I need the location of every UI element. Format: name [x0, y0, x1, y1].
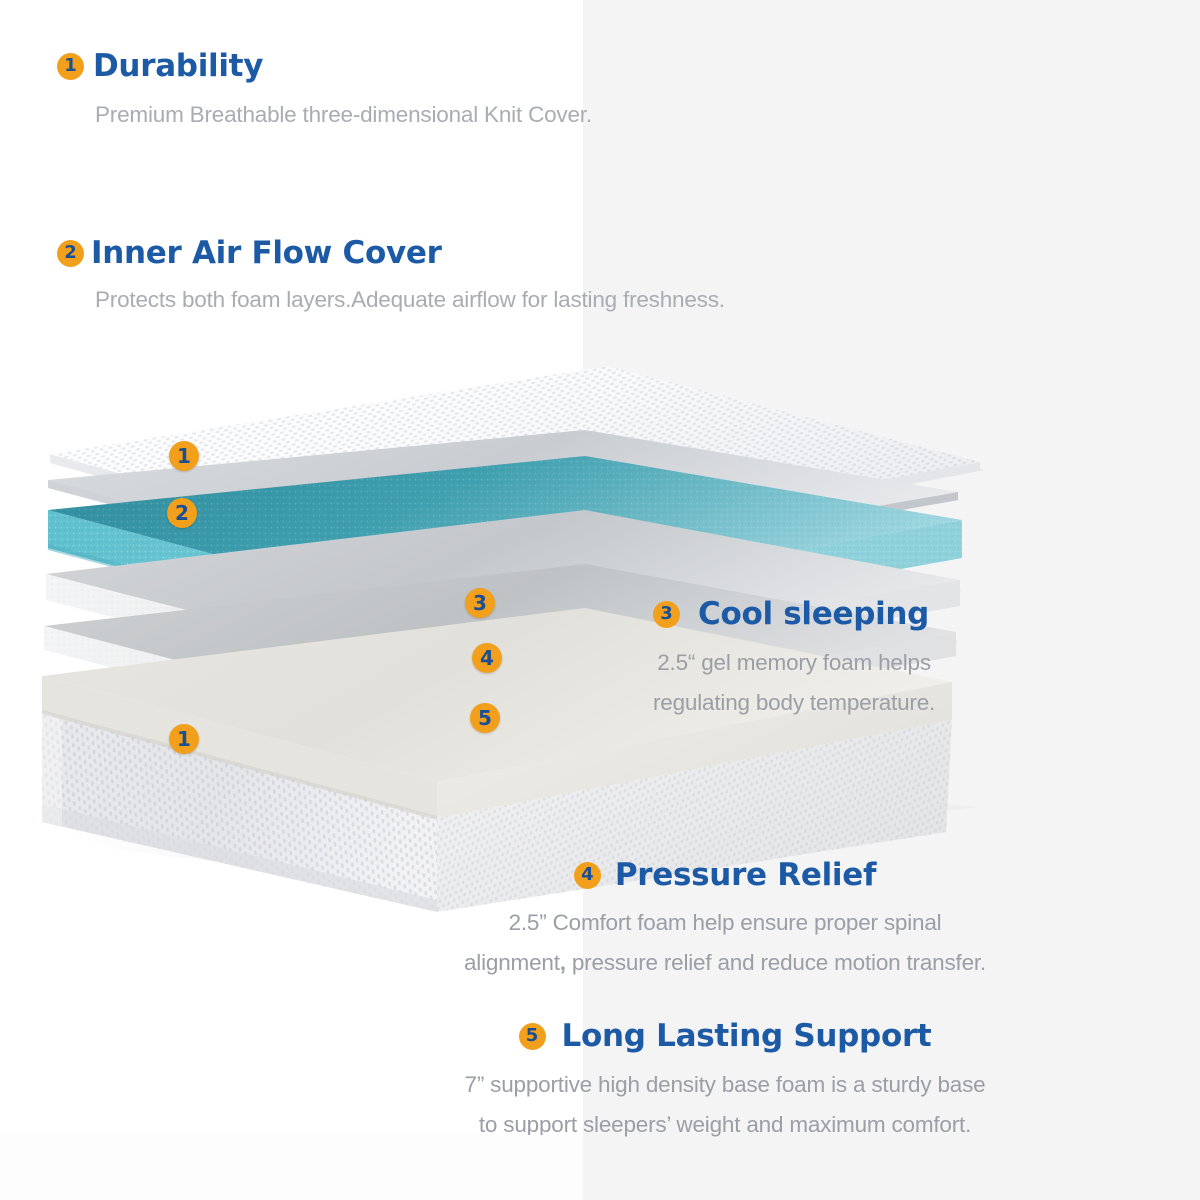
feature-3-heading: 3 Cool sleeping	[653, 596, 935, 632]
feature-inner-air-flow-cover: 2 Inner Air Flow Cover Protects both foa…	[57, 235, 725, 313]
callout-badge-4: 4	[472, 643, 502, 673]
feature-1-heading: 1 Durability	[57, 48, 592, 84]
lower-left-white-wash	[0, 980, 583, 1140]
feature-1-title: Durability	[93, 48, 264, 84]
number-badge-2: 2	[57, 239, 84, 267]
feature-4-line-2-part-b: pressure relief and reduce motion transf…	[565, 950, 986, 975]
feature-3-line-2: regulating body temperature.	[653, 690, 936, 715]
feature-1-body: Premium Breathable three-dimensional Kni…	[95, 102, 592, 128]
feature-4-heading: 4 Pressure Relief	[330, 857, 1120, 893]
feature-pressure-relief: 4 Pressure Relief 2.5” Comfort foam help…	[330, 857, 1120, 976]
callout-badge-1: 1	[169, 441, 199, 471]
number-badge-4: 4	[573, 861, 601, 889]
callout-badge-5: 5	[470, 703, 500, 733]
number-badge-5: 5	[518, 1022, 546, 1050]
feature-5-body: 7” supportive high density base foam is …	[330, 1072, 1120, 1138]
feature-4-title: Pressure Relief	[614, 857, 877, 893]
feature-4-line-2: alignment, pressure relief and reduce mo…	[330, 950, 1120, 976]
feature-3-body: 2.5“ gel memory foam helps regulating bo…	[653, 650, 935, 716]
feature-durability: 1 Durability Premium Breathable three-di…	[57, 48, 592, 128]
feature-5-heading: 5 Long Lasting Support	[330, 1018, 1120, 1054]
feature-5-title: Long Lasting Support	[561, 1018, 932, 1054]
feature-4-line-2-comma: ,	[559, 950, 566, 975]
number-badge-3: 3	[653, 600, 680, 628]
feature-3-title: Cool sleeping	[698, 596, 930, 632]
feature-2-heading: 2 Inner Air Flow Cover	[57, 235, 725, 271]
feature-4-line-2-part-a: alignment	[463, 950, 560, 975]
number-badge-1: 1	[57, 52, 84, 80]
callout-badge-3: 3	[465, 588, 495, 618]
feature-2-body: Protects both foam layers.Adequate airfl…	[95, 287, 725, 313]
feature-4-body: 2.5” Comfort foam help ensure proper spi…	[330, 910, 1120, 976]
feature-5-line-2: to support sleepers’ weight and maximum …	[478, 1112, 972, 1137]
feature-1-line-1: Premium Breathable three-dimensional Kni…	[95, 102, 592, 127]
feature-4-line-1: 2.5” Comfort foam help ensure proper spi…	[508, 910, 942, 935]
bottom-left-background	[0, 1135, 583, 1200]
callout-badge-1-base: 1	[169, 724, 199, 754]
feature-2-title: Inner Air Flow Cover	[91, 235, 442, 271]
feature-long-lasting-support: 5 Long Lasting Support 7” supportive hig…	[330, 1018, 1120, 1138]
callout-badge-2: 2	[167, 498, 197, 528]
feature-cool-sleeping: 3 Cool sleeping 2.5“ gel memory foam hel…	[653, 596, 935, 716]
feature-3-line-1: 2.5“ gel memory foam helps	[657, 650, 931, 675]
feature-2-line-1: Protects both foam layers.Adequate airfl…	[95, 287, 725, 312]
exploded-mattress-diagram	[0, 352, 1060, 912]
feature-5-line-1: 7” supportive high density base foam is …	[464, 1072, 986, 1097]
